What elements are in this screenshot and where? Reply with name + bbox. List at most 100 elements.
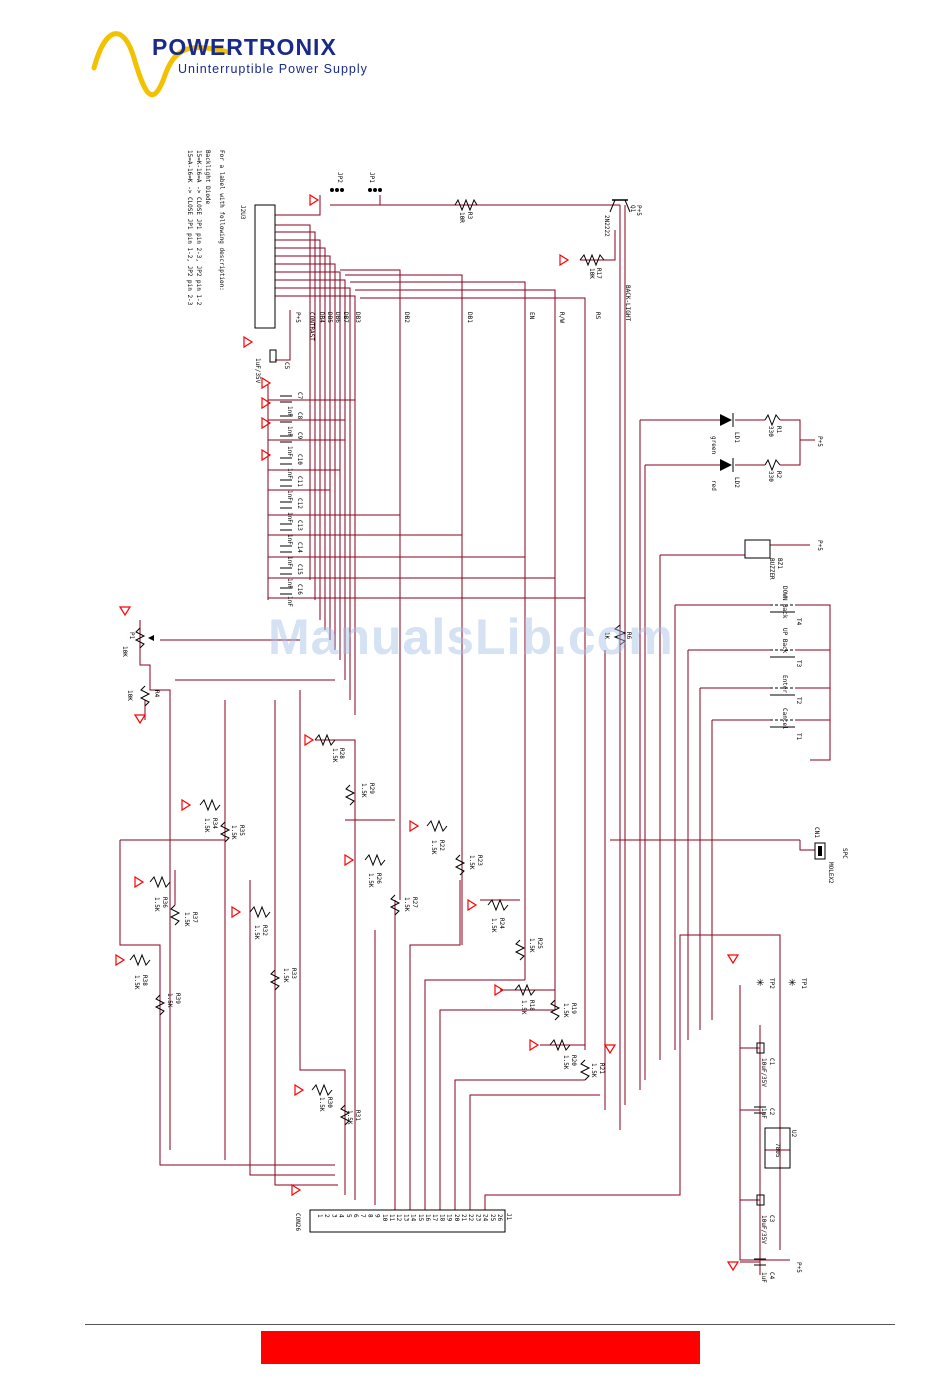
cn1-label: MOLEX2 — [827, 862, 834, 884]
r1-ref: R1 — [775, 426, 782, 434]
lcd-ref-label: J2U3 — [239, 205, 246, 220]
c9-value: 1nF — [286, 446, 293, 457]
r2-value: 330 — [767, 471, 774, 482]
testpoints: ✳ ✳ TP2 TP1 P+5 — [756, 978, 807, 1273]
r4-ref: R4 — [153, 690, 160, 698]
net-backlight: BACK-LIGHT — [624, 285, 631, 322]
switch-t1: T1 Cancel — [770, 708, 802, 741]
c3-value: 10uF/35V — [760, 1215, 767, 1244]
j1-pin-1: 1 — [316, 1214, 323, 1218]
r19-value: 1.5K — [562, 1003, 569, 1018]
tp1-label: TP1 — [800, 978, 807, 989]
c9-ref: C9 — [296, 432, 303, 440]
r22-value: 1.5K — [430, 840, 437, 855]
r29-value: 1.5K — [360, 783, 367, 798]
net-db7: DB7 — [342, 312, 349, 323]
j1-pin-2: 2 — [323, 1214, 330, 1218]
reg-p5-net: P+5 — [795, 1262, 802, 1273]
j1-pin-20: 20 — [453, 1214, 460, 1222]
t2-label: Enter — [781, 675, 788, 693]
r17-value: 10K — [588, 268, 595, 279]
j1-pin-12: 12 — [395, 1214, 402, 1222]
j1-pin-19: 19 — [446, 1214, 453, 1222]
transistor-q1: P+5 Q1 2N2222 — [603, 199, 642, 237]
r34-value: 1.5K — [203, 818, 210, 833]
c14-value: 1nF — [286, 556, 293, 567]
ld1-ref: LD1 — [733, 432, 740, 443]
r32-ref: R32 — [261, 925, 268, 936]
t3-ref: T3 — [795, 660, 802, 668]
footer-divider — [85, 1324, 895, 1325]
c4-value: 1uF — [760, 1272, 767, 1283]
c10-value: 1nF — [286, 468, 293, 479]
r4-value: 10K — [126, 690, 133, 701]
net-rw: R/W — [558, 312, 565, 323]
connector-cn1: CN1 MOLEX2 SPC — [813, 827, 848, 884]
regulator-capacitors: C1 10uF/35V C2 1uF C3 10uF/35V C4 1uF — [754, 1042, 775, 1283]
c10-ref: C10 — [296, 454, 303, 465]
c5-ref: C5 — [283, 362, 290, 370]
jp1-label: JP1 — [368, 172, 375, 183]
r36-value: 1.5K — [153, 897, 160, 912]
t4-ref: T4 — [795, 618, 802, 626]
j1-pin-7: 7 — [359, 1214, 366, 1218]
resistor-r4: R4 10K — [126, 685, 160, 707]
ld1-color: green — [710, 436, 717, 454]
led-ld1: LD1 green R1 330 — [710, 413, 782, 454]
c13-value: 1nF — [286, 534, 293, 545]
r6-ref: R6 — [625, 632, 632, 640]
testpoint-1-icon: ✳ — [788, 978, 796, 989]
r27-ref: R27 — [411, 897, 418, 908]
t3-label: UP Back — [781, 628, 788, 654]
j1-pin-15: 15 — [417, 1214, 424, 1222]
j1-pin-16: 16 — [424, 1214, 431, 1222]
switch-t2: T2 Enter — [770, 675, 802, 705]
j1-ref: J1 — [505, 1213, 512, 1221]
jumper-note: For a label with following description: … — [186, 150, 225, 306]
watermark: ManualsLib.com — [268, 609, 674, 665]
r37-ref: R37 — [191, 912, 198, 923]
potentiometer-p1: P1 10K — [121, 627, 154, 657]
t1-ref: T1 — [795, 733, 802, 741]
r38-ref: R38 — [141, 975, 148, 986]
r3-ref: R3 — [466, 212, 473, 220]
r28-value: 1.5K — [331, 748, 338, 763]
resistor-r6: R6 1K — [603, 624, 632, 646]
j1-pin-17: 17 — [431, 1214, 438, 1222]
c3-ref: C3 — [768, 1215, 775, 1223]
q1-part: 2N2222 — [603, 215, 610, 237]
t4-label: DOWN Back — [781, 586, 788, 619]
c5-value: 1uF/35V — [254, 358, 261, 384]
j1-pin-14: 14 — [410, 1214, 417, 1222]
c16-value: 1nF — [286, 596, 293, 607]
ld2-color: red — [710, 480, 717, 491]
resistor-r17: R17 10K — [579, 253, 605, 279]
c8-ref: C8 — [296, 412, 303, 420]
c16-ref: C16 — [296, 584, 303, 595]
c14-ref: C14 — [296, 542, 303, 553]
r34-ref: R34 — [211, 818, 218, 829]
note-line-3: 15=K-16=A -> CLOSE JP1 pin 2-3, JP2 pin … — [195, 150, 202, 306]
c12-ref: C12 — [296, 498, 303, 509]
r28-ref: R28 — [338, 748, 345, 759]
r19-ref: R19 — [570, 1003, 577, 1014]
c8-value: 1nF — [286, 426, 293, 437]
c4-ref: C4 — [768, 1272, 775, 1280]
buzzer-bz1: BZ1 BUZZER P+5 — [744, 539, 823, 580]
r23-ref: R23 — [476, 855, 483, 866]
c15-value: 1nF — [286, 578, 293, 589]
j1-label: CON26 — [294, 1213, 301, 1231]
r25-ref: R25 — [536, 938, 543, 949]
j1-pin-23: 23 — [474, 1214, 481, 1222]
c11-ref: C11 — [296, 476, 303, 487]
pull-resistor-array: R28 1.5K R29 1.5K R34 1.5K R35 1.5K R22 … — [129, 733, 605, 1126]
r39-ref: R39 — [174, 993, 181, 1004]
j1-pin-11: 11 — [388, 1214, 395, 1222]
t2-ref: T2 — [795, 697, 802, 705]
p1-ref: P1 — [128, 632, 135, 640]
j1-pin-13: 13 — [402, 1214, 409, 1222]
ground-symbols — [115, 193, 740, 1272]
switch-t3: T3 UP Back — [770, 628, 802, 668]
